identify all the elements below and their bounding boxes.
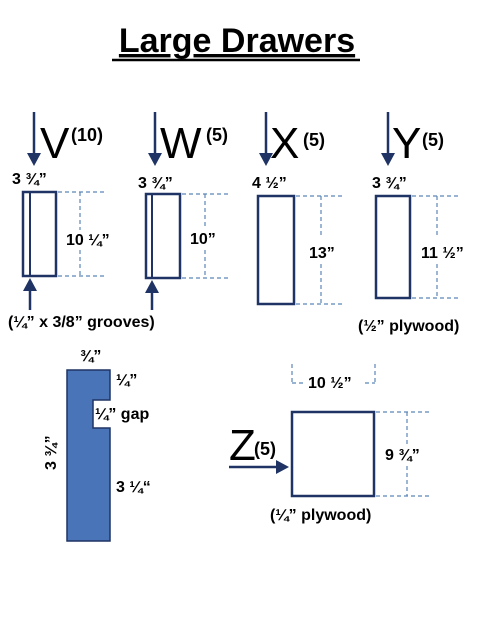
part-y-qty: (5) xyxy=(422,130,444,150)
part-y-rect xyxy=(374,194,412,300)
profile-gap-dim: ¼” gap xyxy=(95,406,149,423)
part-x-letter: X xyxy=(270,119,299,168)
arrow-right-icon xyxy=(276,460,289,474)
part-w-height: 10” xyxy=(190,231,216,248)
part-x-rect xyxy=(256,194,296,306)
part-v-height: 10 ¼” xyxy=(66,232,110,249)
part-w-width: 3 ¾” xyxy=(138,175,173,192)
part-z-rect xyxy=(290,410,376,498)
part-x: X (5) 4 ½” 13” xyxy=(252,112,344,306)
profile-top-width: ¾” xyxy=(80,348,101,365)
arrow-up-icon xyxy=(23,278,37,291)
profile-lower-dim: 3 ¼“ xyxy=(116,479,151,496)
part-w-rect xyxy=(144,192,182,280)
arrow-down-icon xyxy=(259,153,273,166)
part-y-width: 3 ¾” xyxy=(372,175,407,192)
part-w: W (5) 3 ¾” 10” xyxy=(138,112,228,310)
part-w-letter: W xyxy=(160,119,202,168)
profile-total-dim: 3 ¾” xyxy=(43,435,60,470)
part-z-qty: (5) xyxy=(254,439,276,459)
part-y-height: 11 ½” xyxy=(421,245,464,262)
part-y: Y (5) 3 ¾” 11 ½” xyxy=(372,112,464,300)
part-z-letter: Z xyxy=(229,421,256,470)
profile-upper-dim: ¼” xyxy=(116,372,137,389)
drawer-profile: ¾” ¼” ¼” gap 3 ¼“ 3 ¾” xyxy=(43,348,151,542)
part-x-qty: (5) xyxy=(303,130,325,150)
part-z: 10 ½” 9 ¾” Z (5) (¼” plywood) xyxy=(229,364,432,524)
profile-shape xyxy=(66,369,111,542)
part-z-height: 9 ¾” xyxy=(385,447,420,464)
part-v-rect xyxy=(21,190,58,278)
arrow-down-icon xyxy=(27,153,41,166)
part-v: V (10) 3 ¾” 10 ¼” xyxy=(12,112,110,310)
page-title: Large Drawers xyxy=(119,22,355,60)
part-v-width: 3 ¾” xyxy=(12,171,47,188)
part-v-qty: (10) xyxy=(71,125,103,145)
part-y-letter: Y xyxy=(392,119,421,168)
part-x-height: 13” xyxy=(309,245,335,262)
z-material-note: (¼” plywood) xyxy=(270,507,371,524)
arrow-down-icon xyxy=(381,153,395,166)
arrow-up-icon xyxy=(145,280,159,293)
grooves-note: (¼” x 3/8” grooves) xyxy=(8,314,155,331)
part-w-qty: (5) xyxy=(206,125,228,145)
part-z-width: 10 ½” xyxy=(308,375,352,392)
arrow-down-icon xyxy=(148,153,162,166)
y-material-note: (½” plywood) xyxy=(358,318,459,335)
part-x-width: 4 ½” xyxy=(252,175,287,192)
part-v-letter: V xyxy=(40,119,70,168)
